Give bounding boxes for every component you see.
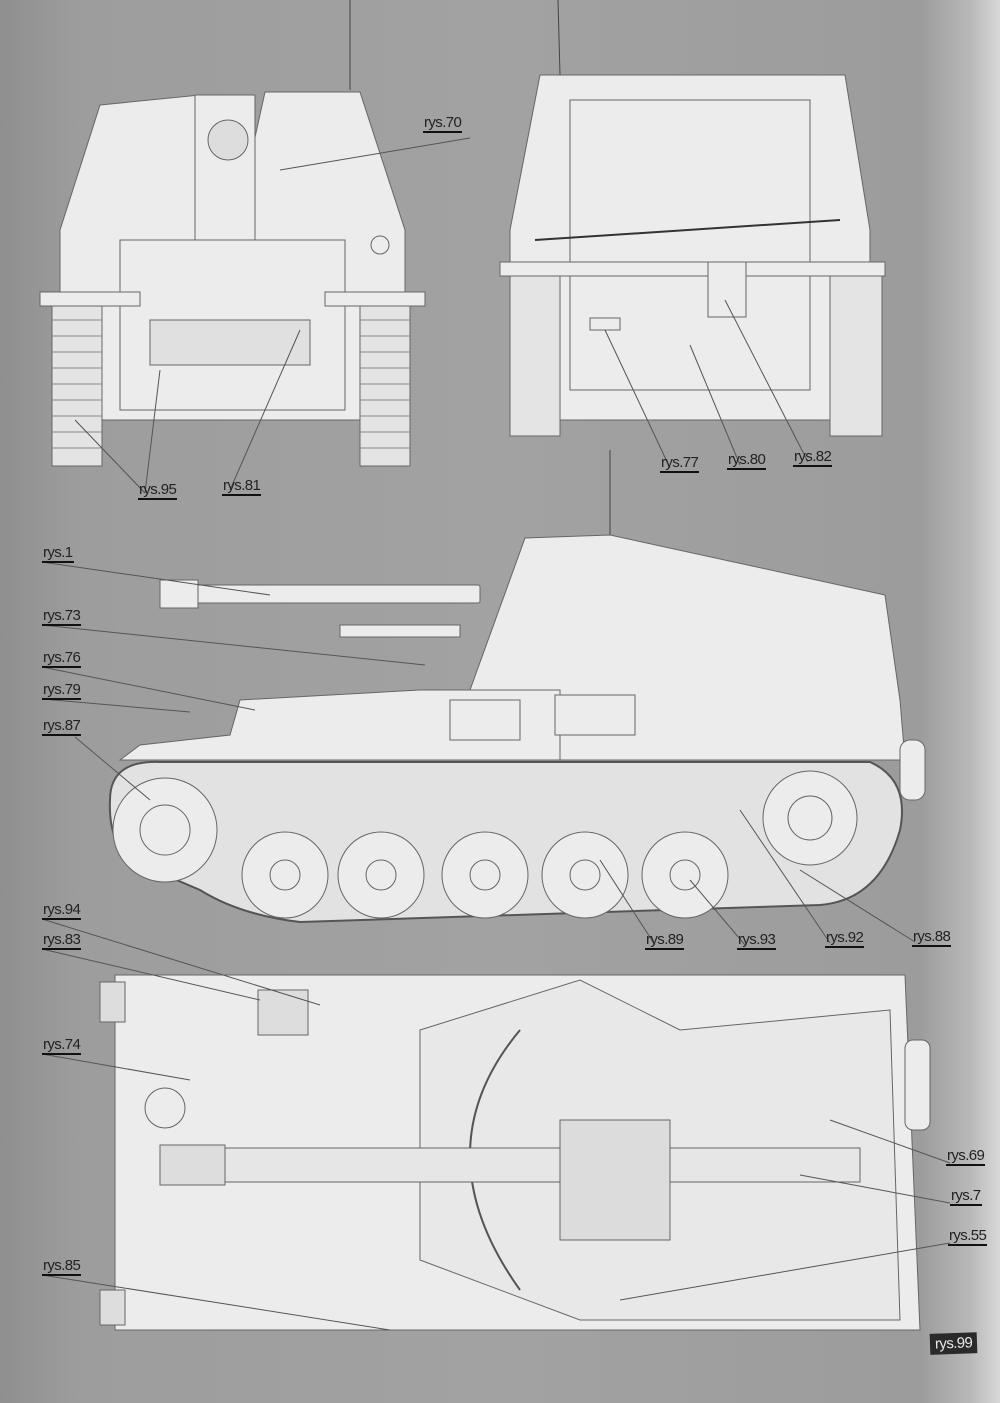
rear-view [499, 0, 886, 437]
callout-label: rys.87 [42, 717, 82, 736]
callout-label: rys.80 [727, 451, 767, 470]
top-view [99, 974, 931, 1331]
callout-label: rys.79 [42, 681, 82, 700]
callout-label: rys.55 [948, 1227, 988, 1246]
callout-label: rys.77 [660, 454, 700, 473]
callout-label: rys.76 [42, 649, 82, 668]
callout-label: rys.70 [423, 114, 463, 133]
callout-label: rys.95 [138, 481, 178, 500]
callout-label: rys.69 [946, 1147, 986, 1166]
front-view [39, 0, 426, 467]
callout-label: rys.81 [222, 477, 262, 496]
figure-number-badge: rys.99 [929, 1332, 978, 1355]
callout-label: rys.94 [42, 901, 82, 920]
callout-label: rys.1 [42, 544, 74, 563]
callout-label: rys.7 [950, 1187, 982, 1206]
leader-lines [41, 137, 951, 1331]
callout-label: rys.85 [42, 1257, 82, 1276]
callout-label: rys.82 [793, 448, 833, 467]
callout-label: rys.73 [42, 607, 82, 626]
callout-label: rys.88 [912, 928, 952, 947]
callout-label: rys.92 [825, 929, 865, 948]
callout-label: rys.74 [42, 1036, 82, 1055]
callout-label: rys.83 [42, 931, 82, 950]
callout-label: rys.93 [737, 931, 777, 950]
side-view [108, 450, 926, 924]
callout-label: rys.89 [645, 931, 685, 950]
